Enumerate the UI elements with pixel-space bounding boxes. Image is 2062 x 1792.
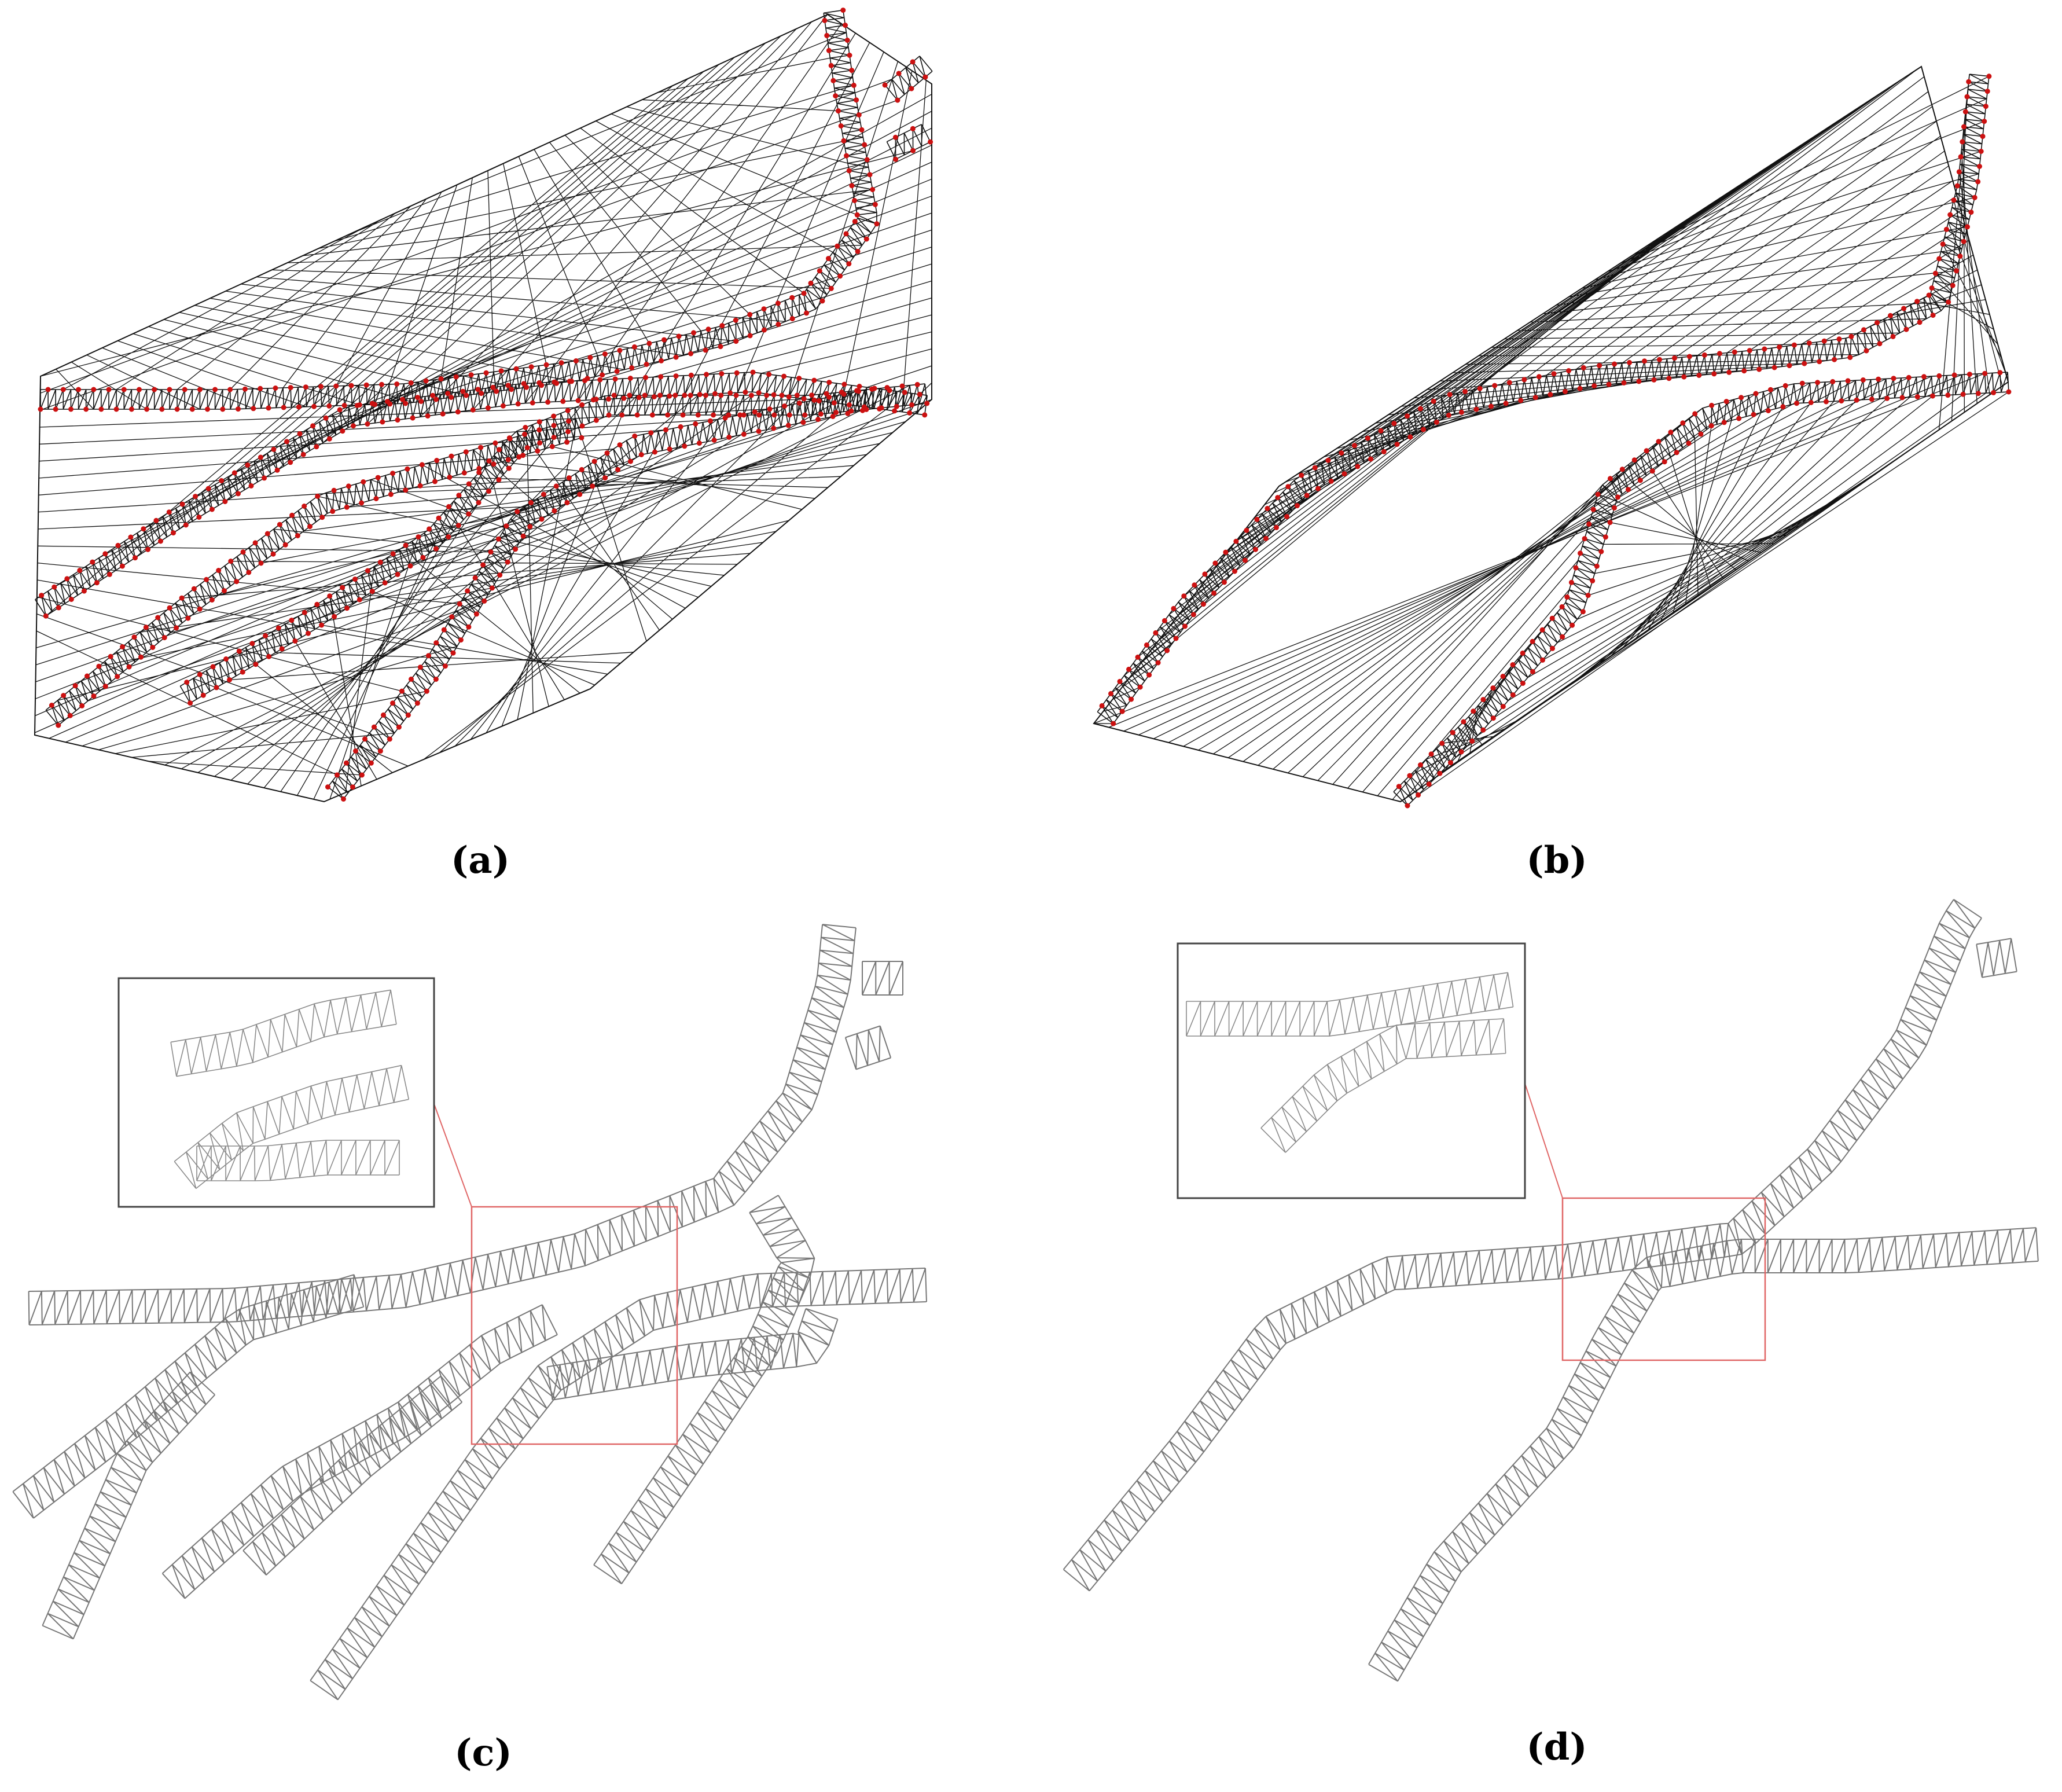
panel-c-zoom-box [471,1206,678,1445]
panel-d-channel-0 [1063,899,1982,1592]
panel-d-channel-2 [1976,938,2017,978]
panel-c-inset-channel-1 [174,1064,410,1189]
panel-d-zoom-connector [1524,1083,1563,1199]
panel-d-inset-channel-0 [1186,972,1514,1037]
panel-b-caption: (b) [1526,839,1587,882]
panel-c-channel-2 [42,1371,216,1640]
panel-a [34,8,933,803]
panel-d-caption: (d) [1526,1725,1587,1769]
panel-a-vertices [38,8,933,802]
panel-d-channel-1 [1368,1227,2039,1682]
panel-c-zoom-connector [433,1103,472,1207]
panel-a-caption: (a) [451,839,510,882]
panel-b [1093,65,2012,809]
panel-c-inset-channel-2 [196,1140,400,1181]
panel-a-channel-5 [884,56,933,101]
panel-d-zoom-box [1561,1197,1766,1361]
panel-c-channel-7 [546,1308,839,1401]
panel-c-inset-channel-0 [170,989,397,1077]
panel-b-hull-fan [1093,69,2009,800]
panel-a-channel-6 [886,124,931,160]
panel-c-channel-0 [28,924,857,1325]
panel-c-channel-6 [593,1195,815,1585]
panel-d [1063,899,2039,1682]
panel-c-channel-9 [844,1025,892,1070]
panel-a-hull-fan [34,14,932,800]
panel-c-inset-frame [117,977,435,1208]
panel-c-channel-4 [161,1304,558,1599]
panel-c-channel-8 [862,961,903,996]
panel-c [12,924,927,1701]
panel-c-caption: (c) [454,1731,512,1775]
panel-d-inset-frame [1177,942,1526,1199]
panel-c-channel-3 [310,1268,927,1701]
panel-d-inset-channel-1 [1260,1018,1506,1153]
panel-c-channel-5 [242,1375,463,1576]
panel-b-hull [1093,65,2009,803]
panel-a-channel-4 [327,389,871,800]
